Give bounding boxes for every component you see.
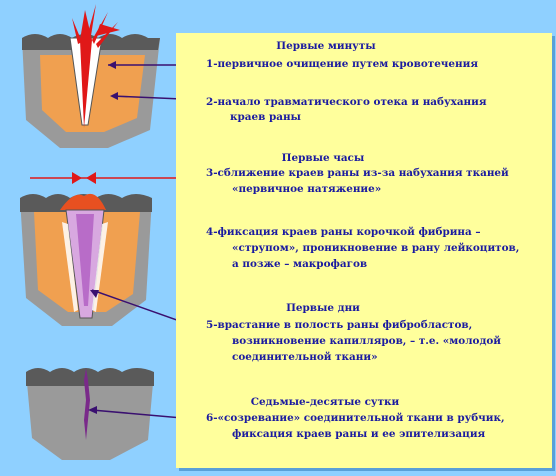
step-6-line-1: 6-«созревание» соединительной ткани в ру… [206,411,505,426]
heading-first-hours: Первые часы [268,151,378,166]
step-5-line-2: возникновение капилляров, – т.е. «молодо… [208,334,501,349]
wound-stage-1-illustration [22,4,160,148]
step-2-line-1: 2-начало травматического отека и набухан… [206,95,487,110]
heading-days-7-10: Седьмые-десятые сутки [240,395,410,410]
step-1-line-1: 1-первичное очищение путем кровотечения [206,57,478,72]
step-5-line-1: 5-врастание в полость раны фибробластов, [206,318,472,333]
heading-first-days: Первые дни [268,301,378,316]
step-6-line-2: фиксация краев раны и ее эпителизация [208,427,485,442]
heading-first-minutes: Первые минуты [266,39,386,54]
step-2-line-2: краев раны [206,110,301,125]
step-4-line-3: а позже – макрофагов [208,257,367,272]
step-5-line-3: соединительной ткани» [208,350,378,365]
step-3-line-1: 3-сближение краев раны из-за набухания т… [206,166,509,181]
step-4-line-2: «струпом», проникновение в рану лейкоцит… [208,241,519,256]
step-4-line-1: 4-фиксация краев раны корочкой фибрина – [206,225,481,240]
step-3-line-2: «первичное натяжение» [208,182,381,197]
wound-stage-2-illustration [20,172,152,326]
